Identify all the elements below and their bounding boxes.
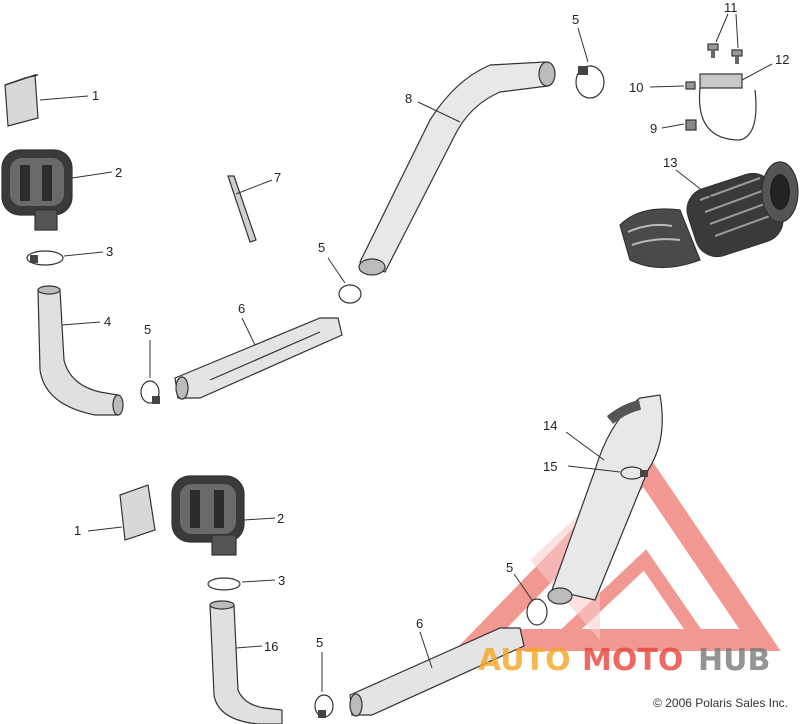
callout-15: 15 — [543, 459, 557, 474]
callout-13: 13 — [663, 155, 677, 170]
callout-10: 10 — [629, 80, 643, 95]
callout-6-bottom: 6 — [416, 616, 423, 631]
callout-2-top: 2 — [115, 165, 122, 180]
part-14-riser-tube — [547, 394, 663, 605]
part-12-bracket-band — [698, 73, 757, 141]
watermark-text: AUTO MOTO HUB — [478, 643, 770, 678]
callout-11: 11 — [724, 0, 738, 15]
copyright-notice: © 2006 Polaris Sales Inc. — [653, 696, 788, 710]
callout-1-bottom: 1 — [74, 523, 81, 538]
callout-14: 14 — [543, 418, 557, 433]
part-8-long-tube — [358, 61, 556, 276]
part-5-clamp-bottom-left — [314, 694, 334, 718]
callout-6-top: 6 — [238, 301, 245, 316]
callout-5-b: 5 — [318, 240, 325, 255]
part-5-clamp-left — [140, 380, 160, 404]
watermark-text-moto: MOTO — [582, 643, 683, 678]
callout-7: 7 — [274, 170, 281, 185]
part-7-strap — [227, 175, 257, 243]
part-15-clamp — [620, 466, 648, 480]
part-6-bottom-duct — [349, 627, 525, 717]
callout-16: 16 — [264, 639, 278, 654]
part-2-top-airbox — [1, 149, 73, 231]
callout-8: 8 — [405, 91, 412, 106]
part-4-elbow-duct — [37, 285, 124, 416]
callout-5-d: 5 — [316, 635, 323, 650]
watermark-text-hub: HUB — [698, 643, 770, 678]
watermark-triangle-inner — [542, 549, 714, 647]
callout-1-top: 1 — [92, 88, 99, 103]
callout-12: 12 — [775, 52, 789, 67]
part-5-clamp-bottom-right — [526, 598, 548, 626]
part-9-nut — [685, 119, 697, 131]
callout-4: 4 — [104, 314, 111, 329]
part-3-bottom-clamp — [207, 577, 241, 591]
callout-2-bottom: 2 — [277, 511, 284, 526]
part-6-top-duct — [174, 317, 343, 400]
watermark-text-auto: AUTO — [478, 643, 571, 678]
part-3-top-clamp — [26, 250, 64, 266]
part-2-bottom-airbox — [171, 475, 245, 556]
callout-5-e: 5 — [506, 560, 513, 575]
part-5-clamp-top — [575, 65, 605, 99]
callout-3-top: 3 — [106, 244, 113, 259]
part-1-top-filter-block — [4, 74, 39, 127]
callout-3-bottom: 3 — [278, 573, 285, 588]
callout-5-c: 5 — [572, 12, 579, 27]
part-1-bottom-filter-block — [119, 484, 156, 541]
part-5-clamp-middle — [338, 284, 362, 304]
part-10-bolt — [685, 81, 696, 90]
part-11-bolts — [707, 43, 743, 64]
part-13-filter-assembly — [619, 161, 799, 269]
callout-9: 9 — [650, 121, 657, 136]
callout-5-a: 5 — [144, 322, 151, 337]
part-16-elbow-duct — [209, 600, 283, 724]
